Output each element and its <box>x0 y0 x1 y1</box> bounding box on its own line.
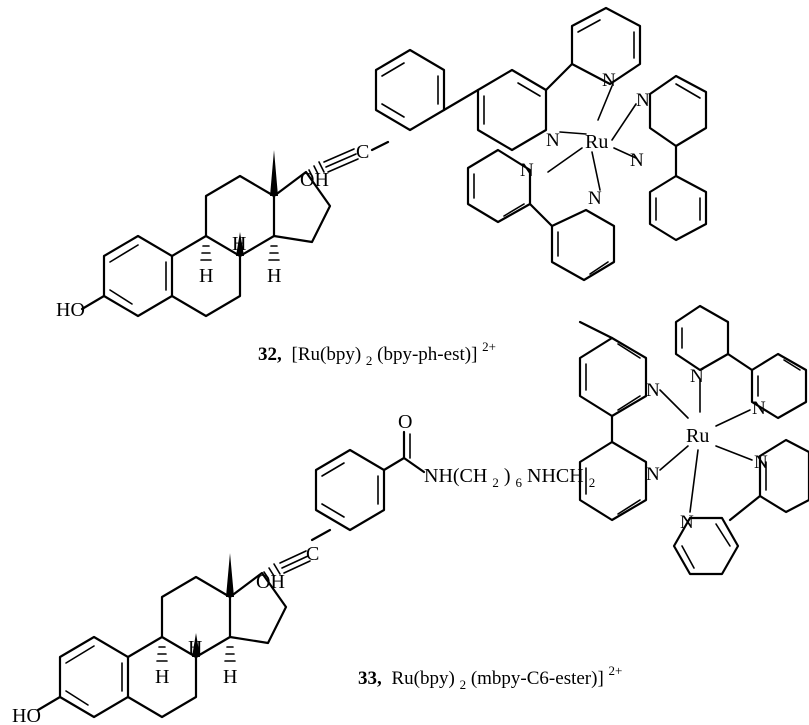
hydrogen-label-32b: H <box>199 265 213 287</box>
n-label-33b: N <box>646 464 660 485</box>
phenyl-ring-32 <box>374 48 446 132</box>
steroid-ring-c-32 <box>204 174 276 258</box>
n-label-32f: N <box>588 188 602 209</box>
caption-33: 33, Ru(bpy) 2 (mbpy-C6-ester)] 2+ <box>358 663 622 694</box>
n-label-32e: N <box>520 160 534 181</box>
steroid-ring-a-32 <box>80 234 174 318</box>
stereo-hashes-33 <box>156 646 236 662</box>
linker-part-a: NH(CH <box>424 465 487 487</box>
compound-33: HO OH C H H H O NH(CH 2 ) 6 NHCH 2 Ru N … <box>12 304 809 725</box>
h-wedge-8-33 <box>192 633 200 657</box>
alkyne-hash-33 <box>263 563 281 579</box>
alkyne-bond-33 <box>279 550 311 574</box>
formula-33-part2: (mbpy-C6-ester)] <box>471 668 604 689</box>
n-label-33f: N <box>680 512 694 533</box>
formula-32-part1: [Ru(bpy) <box>292 344 362 365</box>
formula-33-part1: Ru(bpy) <box>392 668 455 689</box>
phenyl-ring-33 <box>314 448 386 532</box>
n-label-32d: N <box>630 150 644 171</box>
hydroxyl-17-label-33: OH <box>256 571 285 593</box>
bpy-pyridine-a-32 <box>476 68 548 152</box>
compound-32: HO OH C H H H Ru N N N N N N 32, [Ru(bpy… <box>56 6 708 370</box>
steroid-ring-c-33 <box>160 575 232 659</box>
n-label-32c: N <box>636 90 650 111</box>
n-label-32b: N <box>602 70 616 91</box>
bpy-pyridine-b-32 <box>570 6 642 86</box>
bpy-lower-32 <box>466 148 616 282</box>
n-label-33d: N <box>752 398 766 419</box>
h-wedge-8-32 <box>236 232 244 256</box>
formula-32-part2: (bpy-ph-est)] <box>377 344 477 365</box>
linker-sub-c: 2 <box>589 475 596 490</box>
steroid-ring-a-33 <box>36 635 130 719</box>
methyl-wedge-33 <box>226 553 234 597</box>
methyl-wedge-32 <box>270 150 278 196</box>
ru-bonds-32 <box>547 85 637 191</box>
carbonyl-o-label-33: O <box>398 411 412 433</box>
linker-label-33: NH(CH 2 ) 6 NHCH 2 <box>424 465 595 492</box>
hydroxyl-17-label-32: OH <box>300 169 329 191</box>
alkyne-bond-32 <box>323 148 359 173</box>
hydroxyl-3-label-32: HO <box>56 299 85 321</box>
hydrogen-label-33b: H <box>155 666 169 688</box>
hydrogen-label-32a: H <box>232 233 246 255</box>
compound-number-33: 33, <box>358 668 382 689</box>
mbpy-bottom-33 <box>578 440 648 522</box>
bpy-lower-33 <box>672 438 809 576</box>
linker-sub-b: 6 <box>516 475 523 490</box>
linker-part-c: NHCH <box>527 465 584 487</box>
compound-number-32: 32, <box>258 344 282 365</box>
caption-32: 32, [Ru(bpy) 2 (bpy-ph-est)] 2+ <box>258 339 496 370</box>
n-label-33e: N <box>754 452 768 473</box>
n-label-32a: N <box>546 130 560 151</box>
alkyne-c-label-33: C <box>306 543 319 565</box>
stereo-hashes-32 <box>200 245 280 261</box>
alkyne-c-label-32: C <box>356 141 369 163</box>
ru-bonds-33 <box>659 379 753 513</box>
ru-label-33: Ru <box>686 425 709 447</box>
ru-label-32: Ru <box>585 131 608 153</box>
steroid-ring-d-32 <box>272 170 332 244</box>
steroid-ring-b-33 <box>126 635 198 719</box>
linker-part-b: ) <box>504 465 511 487</box>
hydrogen-label-32c: H <box>267 265 281 287</box>
n-label-33a: N <box>646 380 660 401</box>
formula-33-sub: 2 <box>460 677 467 692</box>
linker-sub-a: 2 <box>492 475 499 490</box>
n-label-33c: N <box>690 366 704 387</box>
alkyne-hash-32 <box>308 161 325 177</box>
hydrogen-label-33a: H <box>188 637 202 659</box>
formula-32-charge: 2+ <box>482 339 496 354</box>
hydroxyl-3-label-33: HO <box>12 705 41 725</box>
mbpy-top-33 <box>578 320 648 444</box>
hydrogen-label-33c: H <box>223 666 237 688</box>
bpy-top-33 <box>674 304 808 420</box>
formula-33-charge: 2+ <box>609 663 623 678</box>
steroid-ring-d-33 <box>228 571 288 645</box>
steroid-ring-b-32 <box>170 234 242 318</box>
formula-32-sub: 2 <box>366 353 373 368</box>
bpy-right-32 <box>648 74 708 242</box>
